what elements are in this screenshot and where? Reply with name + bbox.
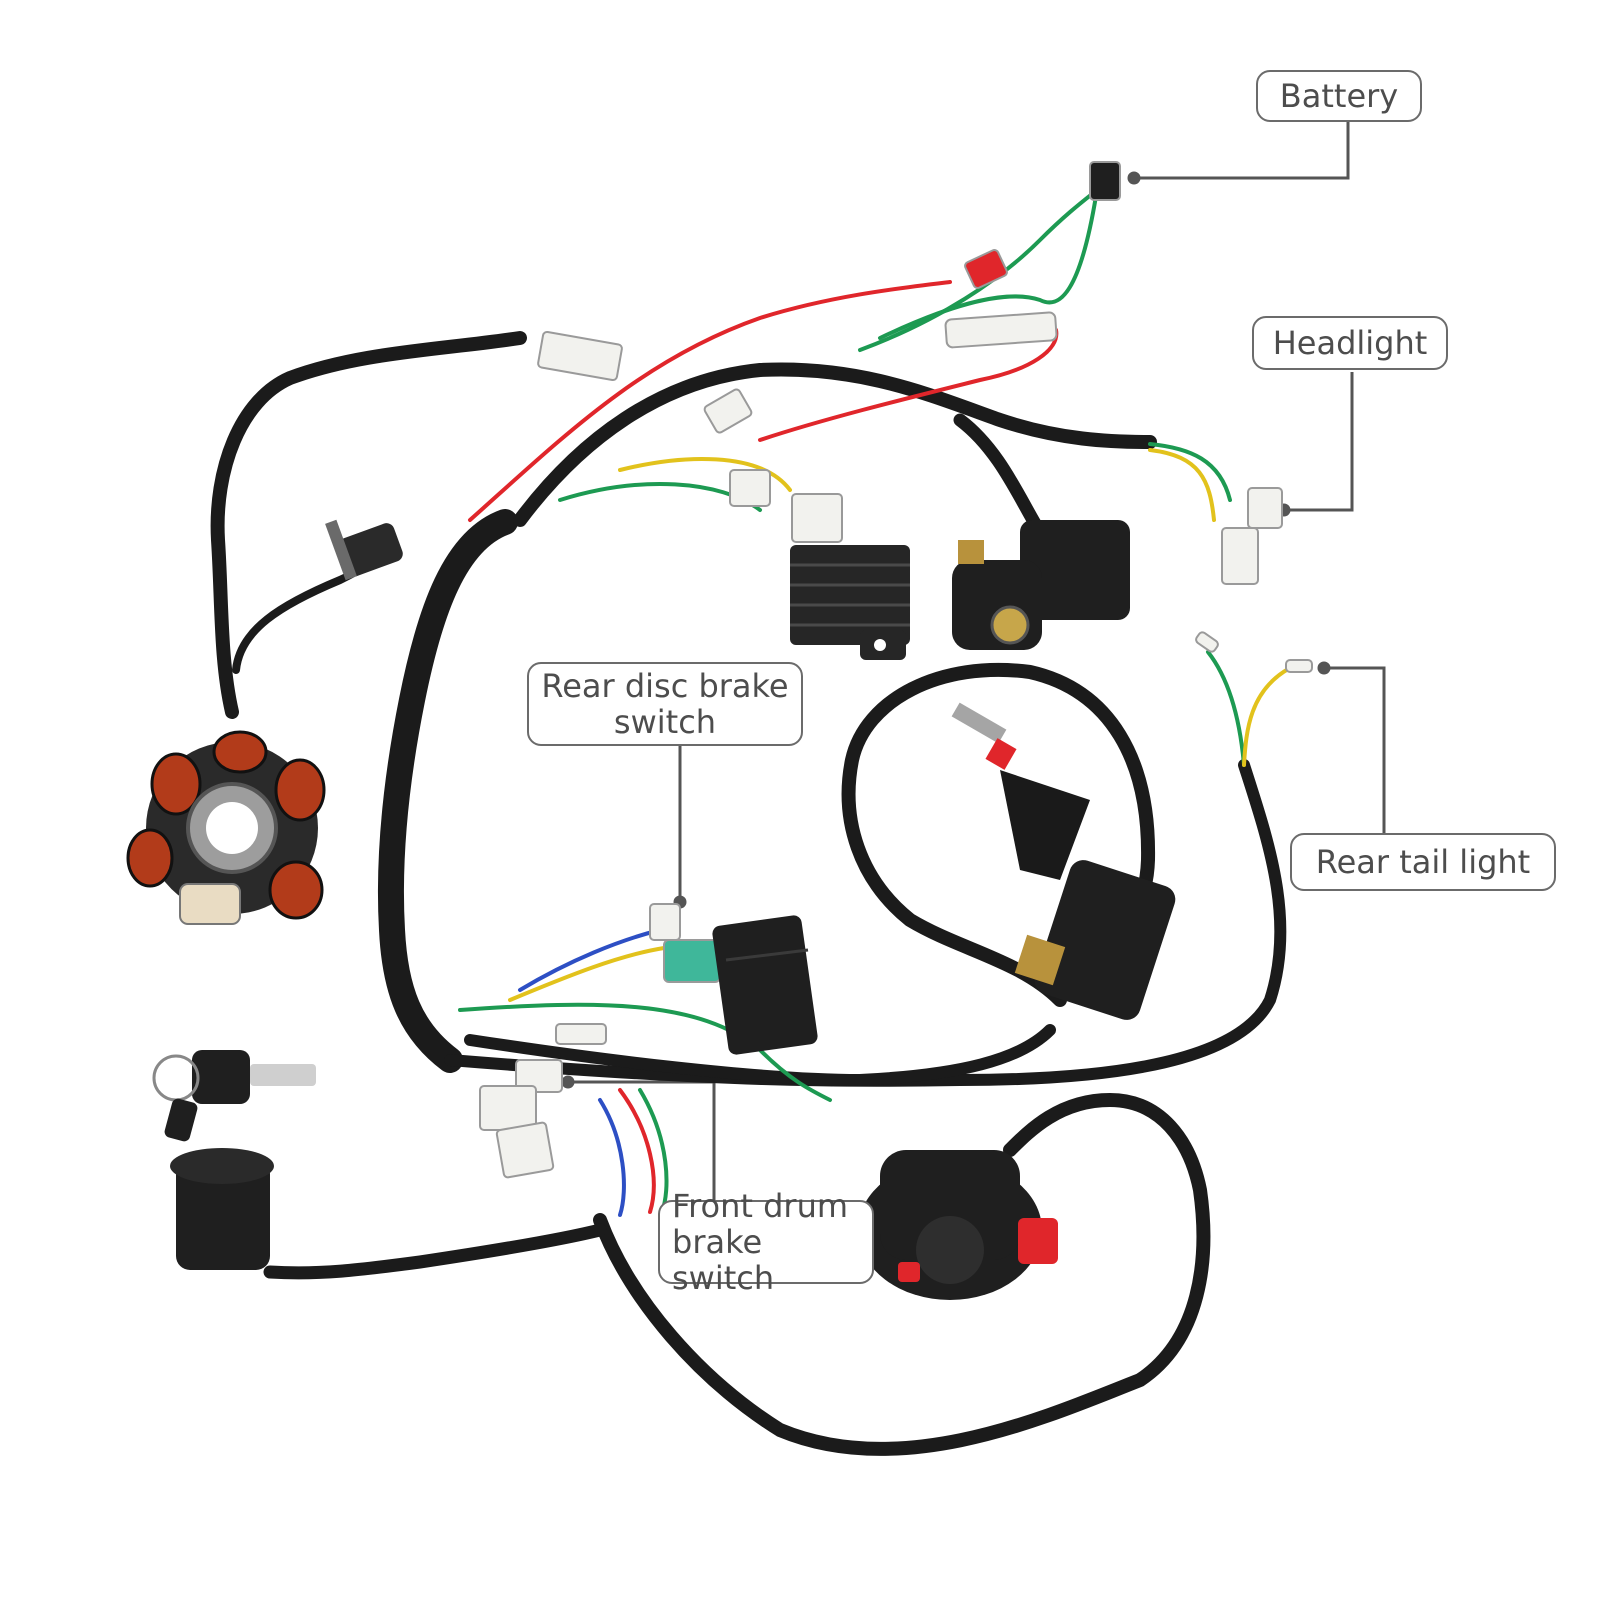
colored-wires [458,184,1292,1217]
connectors [479,161,1313,1179]
fuse-holder [944,311,1058,349]
handlebar-switch [858,1150,1058,1300]
wire-red-bottom [618,1088,656,1214]
regulator-rectifier [790,493,910,660]
starter-relay [952,520,1130,650]
tail-light-bullet-2 [1285,659,1313,673]
main-loom [377,509,518,1073]
wire-headlight-green [1148,442,1232,502]
handlebar-cable [593,1092,1211,1456]
upper-loom-right [513,362,1157,527]
wire-red-fuse [758,328,1059,442]
bullet-lower [555,1023,607,1045]
bullet-connectors [537,330,623,382]
wire-tail-yellow [1242,666,1292,767]
spark-plug [951,702,1007,744]
tail-light-bullet-1 [1195,631,1219,653]
small-switch [325,519,403,581]
stator-bore [206,802,258,854]
cdi-box [712,915,818,1055]
rear-disc-brake-switch-label-text: Rear disc brake switch [541,667,789,741]
key-blade [250,1064,316,1086]
headlight-connector-1 [1247,487,1283,529]
leader-dot-battery [1127,171,1141,185]
key-ring [152,1054,200,1102]
white-connector-2 [729,469,771,507]
battery-label: Battery [1256,70,1422,122]
front-drum-brake-switch-label: Front drum brake switch [658,1188,874,1296]
leader-rear-tail-light [1324,666,1386,834]
coil-loop [841,662,1156,1007]
plug-cap-boot [1000,770,1090,880]
headlight-label: Headlight [1252,316,1448,370]
headlight-label-text: Headlight [1272,324,1428,362]
front-drum-brake-switch-label-text: Front drum brake switch [672,1187,849,1297]
wire-red-main [468,280,952,522]
headlight-connector-2 [1221,527,1259,585]
battery-label-text: Battery [1279,77,1399,115]
leader-battery [1134,120,1350,180]
leader-front-drum-brake [568,1080,716,1200]
lower-right-cable [464,1024,1056,1087]
wire-blue-cdi [518,928,662,992]
stator-cable [210,331,527,719]
stator-felt [179,883,241,925]
leader-dot-front-drum [561,1075,575,1089]
wire-yellow-cdi [508,946,666,1002]
wire-blue-bottom [598,1098,626,1217]
stator-poles [126,730,326,920]
ignition-switch [152,1050,316,1270]
wire-green-battery [858,184,1104,352]
red-connector [964,249,1008,289]
leader-dot-tail-light [1317,661,1331,675]
key-head [192,1050,250,1104]
wire-headlight-yellow [1148,448,1216,522]
lower-connector-1 [479,1085,537,1131]
wire-green-battery-2 [878,194,1098,340]
rear-tail-light-label-text: Rear tail light [1315,843,1531,881]
cdi-connector-green [663,939,721,983]
relay-cable [953,413,1047,539]
leader-headlight [1284,372,1354,512]
wire-yellow-regulator [618,456,792,492]
stator-coil [126,730,326,925]
rear-tail-light-label: Rear tail light [1290,833,1556,891]
rear-disc-brake-switch-label: Rear disc brake switch [527,662,803,746]
wire-tail-green [1206,650,1246,767]
ignition-coil [951,702,1176,1020]
cdi-connector-white [649,903,681,941]
plug-red-band [985,738,1017,770]
battery-connector [1089,161,1121,201]
key-switch-cable [263,1223,607,1280]
lower-connector-2 [495,1121,555,1179]
front-drum-connector [515,1059,563,1093]
white-connector-1 [703,388,753,434]
main-cables [210,331,1287,1456]
